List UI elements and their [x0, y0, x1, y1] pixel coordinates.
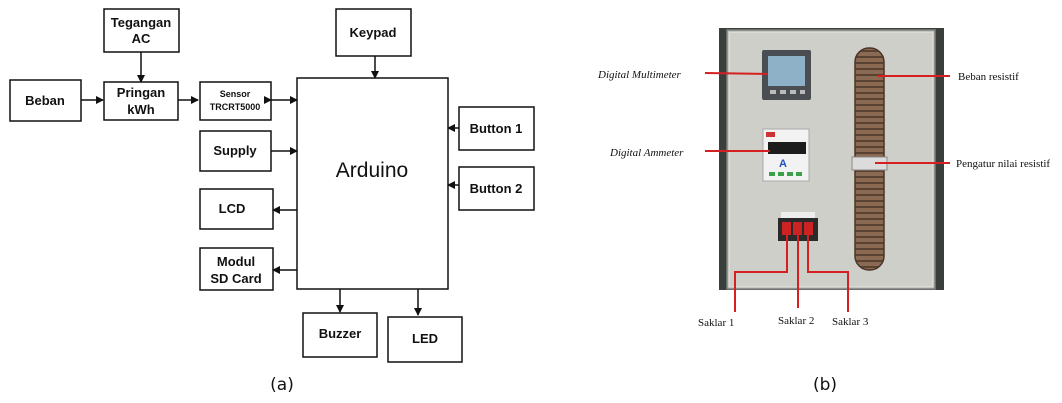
svg-text:A: A: [779, 158, 787, 170]
sensor-label-2: TRCRT5000: [210, 102, 261, 112]
caption-a: (a): [270, 375, 294, 395]
pringan-label-1: Pringan: [117, 85, 165, 100]
sensor-label-1: Sensor: [220, 89, 251, 99]
modul-label-2: SD Card: [210, 271, 261, 286]
arduino-label: Arduino: [336, 159, 408, 182]
pringan-label-2: kWh: [127, 102, 155, 117]
buzzer-label: Buzzer: [319, 326, 362, 341]
resistive-load-device: [852, 48, 887, 270]
digital-multimeter-device: [762, 50, 811, 100]
panel-board: [728, 31, 934, 288]
label-beban-resistif: Beban resistif: [958, 71, 1019, 83]
tegangan-label-2: AC: [132, 31, 151, 46]
keypad-label: Keypad: [350, 25, 397, 40]
lcd-label: LCD: [219, 201, 246, 216]
label-saklar-1: Saklar 1: [698, 317, 734, 329]
label-saklar-3: Saklar 3: [832, 316, 869, 328]
pointer-multimeter: [705, 73, 768, 74]
tegangan-label-1: Tegangan: [111, 15, 171, 30]
label-saklar-2: Saklar 2: [778, 315, 814, 327]
supply-label: Supply: [213, 143, 257, 158]
button1-label: Button 1: [470, 121, 523, 136]
block-arduino: [297, 78, 448, 289]
label-digital-multimeter: Digital Multimeter: [597, 69, 682, 81]
digital-ammeter-device: A: [763, 129, 809, 181]
beban-label: Beban: [25, 93, 65, 108]
panel-photo: A: [705, 28, 950, 312]
caption-b: (b): [813, 375, 837, 395]
block-sensor: [200, 82, 271, 120]
label-pengatur-nilai-resistif: Pengatur nilai resistif: [956, 158, 1050, 170]
button2-label: Button 2: [470, 181, 523, 196]
modul-label-1: Modul: [217, 254, 255, 269]
label-digital-ammeter: Digital Ammeter: [609, 147, 684, 159]
block-diagram: [10, 9, 534, 362]
led-label: LED: [412, 331, 438, 346]
